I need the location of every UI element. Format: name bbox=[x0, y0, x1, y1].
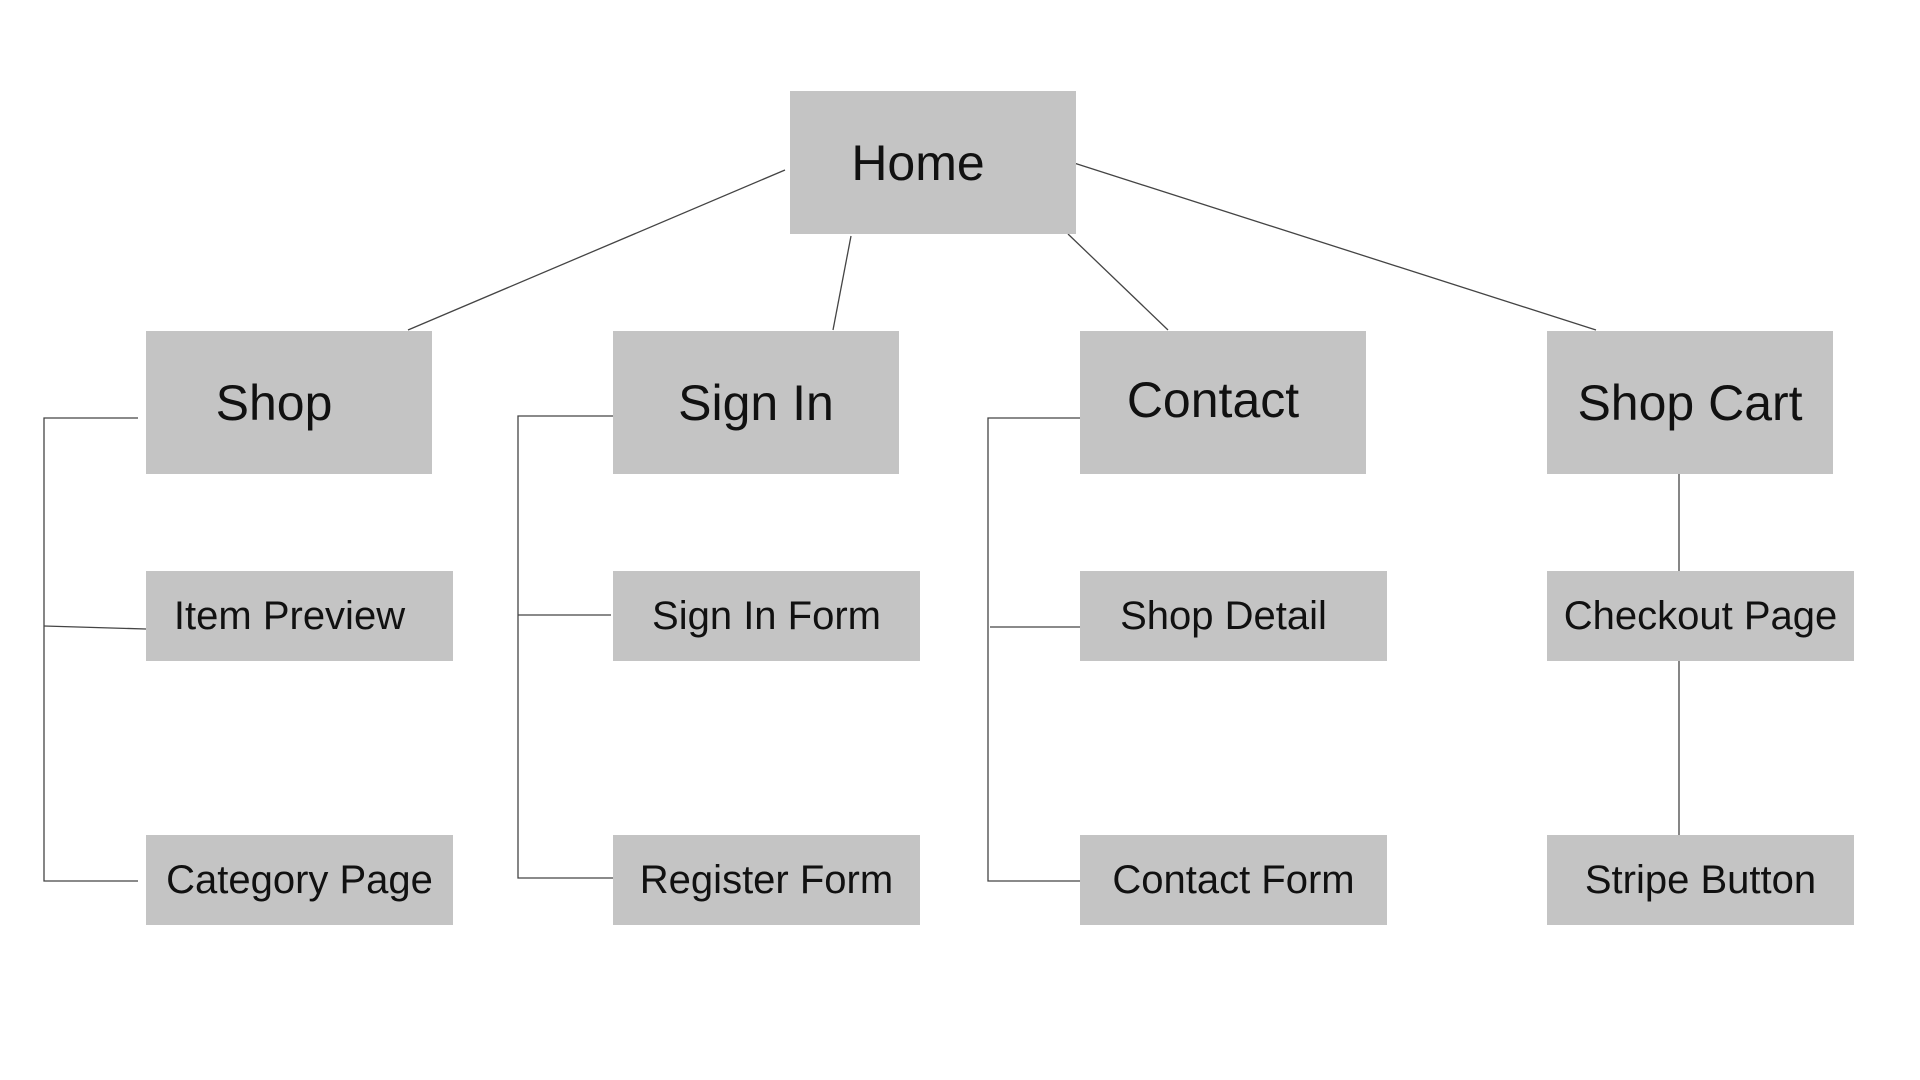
edge-home-sign-in bbox=[832, 235, 852, 331]
node-contact[interactable]: Contact bbox=[1080, 331, 1366, 474]
node-item-preview-label: Item Preview bbox=[173, 593, 406, 638]
node-contact-form[interactable]: Contact Form bbox=[1080, 835, 1387, 925]
node-contact-form-label: Contact Form bbox=[1112, 857, 1355, 902]
edge-home-shop bbox=[407, 169, 786, 331]
node-checkout-page[interactable]: Checkout Page bbox=[1547, 571, 1854, 661]
node-sign-in-form[interactable]: Sign In Form bbox=[613, 571, 920, 661]
node-register-form-label: Register Form bbox=[639, 857, 894, 902]
node-item-preview[interactable]: Item Preview bbox=[146, 571, 453, 661]
edge-home-contact bbox=[1067, 233, 1169, 331]
node-contact-label: Contact bbox=[1126, 371, 1300, 428]
node-sign-in[interactable]: Sign In bbox=[613, 331, 899, 474]
node-sign-in-form-label: Sign In Form bbox=[652, 593, 881, 638]
node-category-page-label: Category Page bbox=[166, 857, 433, 902]
node-shop[interactable]: Shop bbox=[146, 331, 432, 474]
edge-contact-children bbox=[987, 417, 1080, 882]
node-stripe-button-label: Stripe Button bbox=[1584, 857, 1817, 902]
node-shop-cart-label: Shop Cart bbox=[1577, 374, 1803, 431]
node-shop-detail[interactable]: Shop Detail bbox=[1080, 571, 1387, 661]
node-category-page[interactable]: Category Page bbox=[146, 835, 453, 925]
node-home[interactable]: Home bbox=[790, 91, 1076, 234]
node-sign-in-label: Sign In bbox=[678, 374, 834, 431]
node-shop-cart[interactable]: Shop Cart bbox=[1547, 331, 1833, 474]
node-stripe-button[interactable]: Stripe Button bbox=[1547, 835, 1854, 925]
node-register-form[interactable]: Register Form bbox=[613, 835, 920, 925]
edge-shop-children bbox=[43, 417, 138, 882]
node-shop-label: Shop bbox=[215, 374, 333, 431]
edge-home-shop-cart bbox=[1073, 162, 1597, 331]
edge-shop-item-preview bbox=[43, 625, 147, 630]
edge-sign-in-children bbox=[517, 415, 613, 879]
node-checkout-page-label: Checkout Page bbox=[1563, 593, 1838, 638]
node-shop-detail-label: Shop Detail bbox=[1120, 593, 1327, 638]
node-home-label: Home bbox=[851, 134, 985, 191]
